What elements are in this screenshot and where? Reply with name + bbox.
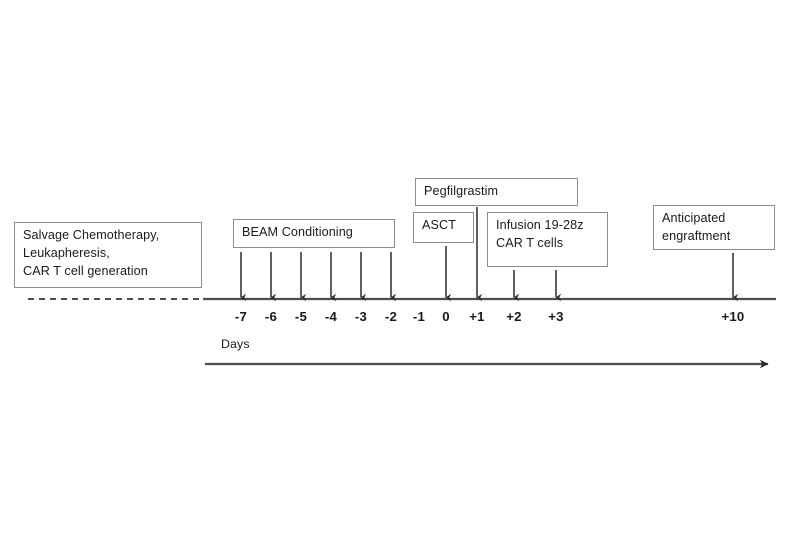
day-tick-label-minus4: -4: [324, 309, 338, 324]
event-arrows-group: [240, 207, 739, 302]
day-tick-label-0: 0: [442, 309, 450, 324]
day-tick-label-minus3: -3: [354, 309, 368, 324]
day-tick-label-minus5: -5: [294, 309, 308, 324]
day-tick-label-minus6: -6: [264, 309, 278, 324]
days-axis-caption: Days: [221, 337, 250, 351]
day-tick-label-plus3: +3: [548, 309, 564, 324]
salvage-chemotherapy-box: Salvage Chemotherapy, Leukapheresis, CAR…: [14, 222, 202, 288]
day-tick-label-minus2: -2: [384, 309, 398, 324]
pegfilgrastim-box: Pegfilgrastim: [415, 178, 578, 206]
day-tick-label-plus1: +1: [469, 309, 485, 324]
anticipated-engraftment-box: Anticipated engraftment: [653, 205, 775, 250]
day-tick-label-plus10: +10: [721, 309, 745, 324]
day-tick-label-minus1: -1: [412, 309, 426, 324]
beam-conditioning-box: BEAM Conditioning: [233, 219, 395, 248]
infusion-car-t-box: Infusion 19-28z CAR T cells: [487, 212, 608, 267]
day-tick-label-plus2: +2: [506, 309, 522, 324]
asct-box: ASCT: [413, 212, 474, 243]
day-tick-label-minus7: -7: [234, 309, 248, 324]
